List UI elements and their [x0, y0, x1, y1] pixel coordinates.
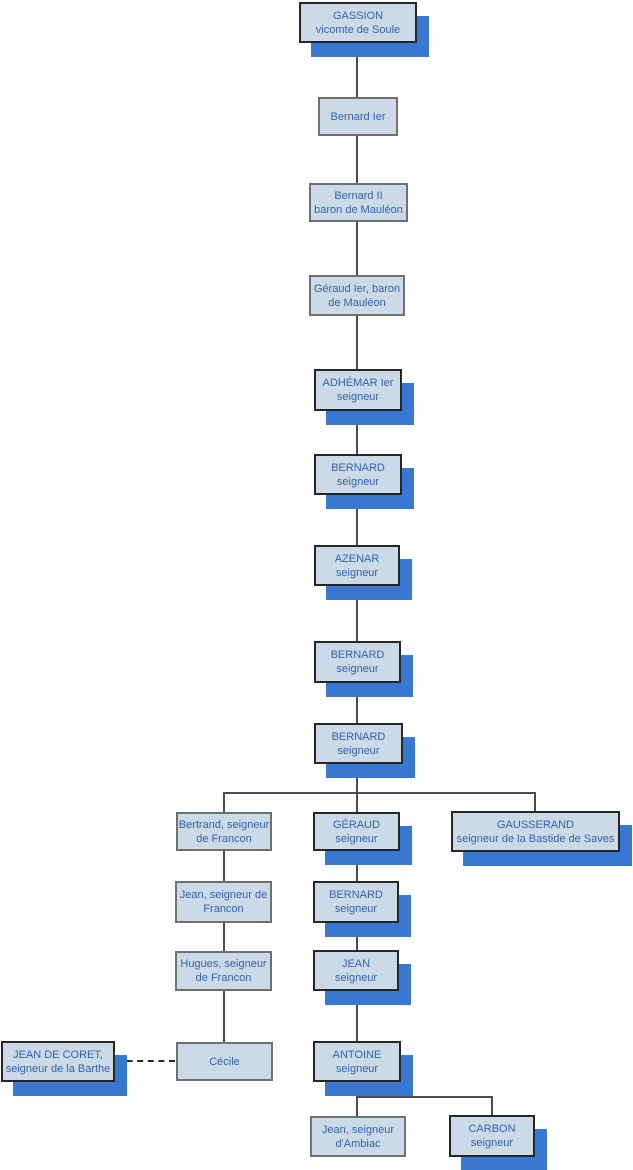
node-title: Bernard Ier — [330, 110, 386, 123]
node-subtitle: seigneur — [336, 475, 380, 488]
node-antoine: ANTOINE seigneur — [313, 1041, 401, 1082]
node-title: Hugues, seigneur — [180, 958, 267, 970]
node-bernard-seigneur-2: BERNARD seigneur — [314, 641, 401, 683]
node-bernard-1er: Bernard Ier — [318, 97, 398, 136]
connector-line — [534, 792, 536, 811]
node-title: ANTOINE — [332, 1048, 382, 1061]
connector-line — [223, 792, 536, 794]
node-hugues-francon: Hugues, seigneur de Francon — [175, 951, 272, 991]
connector-line — [356, 136, 358, 183]
node-carbon: CARBON seigneur — [449, 1115, 535, 1157]
node-title: JEAN DE CORET, — [13, 1048, 103, 1061]
node-geraud-1er: Géraud Ier, baron de Mauléon — [309, 275, 405, 316]
node-subtitle: seigneur — [336, 391, 380, 403]
node-subtitle: vicomte de Soule — [315, 23, 401, 36]
node-jean-seigneur: JEAN seigneur — [313, 950, 399, 991]
node-title: BERNARD — [331, 730, 386, 743]
connector-line — [356, 411, 358, 454]
node-title: ADHÉMAR Ier — [322, 377, 394, 389]
node-title: Cécile — [209, 1055, 240, 1068]
node-bernard-2: Bernard II baron de Mauléon — [309, 183, 408, 222]
node-title: Géraud Ier, baron — [313, 282, 401, 295]
connector-line — [223, 792, 225, 812]
node-title: CARBON — [468, 1123, 516, 1135]
node-jean-francon: Jean, seigneur de Francon — [175, 881, 272, 923]
marriage-connector-dashed — [116, 1060, 175, 1062]
connector-line — [356, 851, 358, 881]
node-title: Jean, seigneur de — [179, 889, 268, 901]
node-jean-de-coret: JEAN DE CORET, seigneur de la Barthe — [1, 1041, 115, 1082]
connector-line — [356, 991, 358, 1041]
node-bertrand-francon: Bertrand, seigneur de Francon — [176, 812, 272, 851]
node-subtitle: seigneur — [336, 663, 379, 675]
node-bernard-seigneur-1: BERNARD seigneur — [314, 454, 402, 495]
node-title: Bernard II — [334, 189, 383, 202]
node-subtitle: seigneur — [335, 566, 379, 579]
connector-line — [356, 683, 358, 723]
connector-line — [223, 991, 225, 1042]
node-bernard-seigneur-3: BERNARD seigneur — [314, 723, 403, 764]
connector-line — [356, 495, 358, 545]
node-bernard-seigneur-4: BERNARD seigneur — [313, 881, 399, 923]
node-subtitle: seigneur de la Bastide de Saves — [456, 832, 615, 845]
node-title: GASSION — [332, 9, 384, 22]
node-subtitle: seigneur de la Barthe — [5, 1062, 111, 1075]
node-gassion: GASSION vicomte de Soule — [299, 2, 417, 43]
node-subtitle: seigneur — [334, 971, 378, 984]
node-cecile: Cécile — [176, 1042, 273, 1081]
node-title: GÉRAUD — [332, 818, 381, 831]
connector-line — [223, 923, 225, 951]
connector-line — [356, 43, 358, 97]
node-subtitle: seigneur — [335, 832, 378, 845]
node-adhemar-1er: ADHÉMAR Ier seigneur — [314, 369, 402, 411]
connector-line — [356, 923, 358, 950]
node-title: GAUSSERAND — [496, 818, 575, 831]
node-subtitle: seigneur — [337, 744, 380, 757]
node-title: JEAN — [341, 957, 371, 970]
connector-line — [356, 1082, 358, 1116]
node-subtitle: de Mauléon — [328, 296, 386, 309]
node-subtitle: seigneur — [470, 1137, 514, 1149]
node-title: AZENAR — [334, 552, 380, 565]
node-subtitle: baron de Mauléon — [314, 203, 403, 216]
connector-line — [356, 586, 358, 641]
node-title: BERNARD — [329, 889, 383, 901]
connector-line — [356, 222, 358, 275]
node-title: Jean, seigneur — [321, 1123, 395, 1136]
connector-line — [356, 1096, 493, 1098]
node-title: Bertrand, seigneur — [178, 818, 270, 831]
node-gausserand: GAUSSERAND seigneur de la Bastide de Sav… — [451, 811, 620, 852]
connector-line — [223, 851, 225, 881]
node-subtitle: de Francon — [195, 972, 252, 984]
node-geraud-seigneur: GÉRAUD seigneur — [313, 812, 400, 851]
node-subtitle: d'Ambiac — [335, 1137, 381, 1150]
node-subtitle: de Francon — [196, 832, 252, 845]
node-subtitle: Francon — [203, 903, 244, 915]
node-azenar: AZENAR seigneur — [314, 545, 400, 586]
connector-line — [356, 316, 358, 369]
node-title: BERNARD — [331, 461, 385, 474]
node-title: BERNARD — [330, 649, 385, 661]
node-subtitle: seigneur — [334, 903, 378, 915]
node-jean-ambiac: Jean, seigneur d'Ambiac — [310, 1116, 406, 1157]
connector-line — [491, 1096, 493, 1115]
node-subtitle: seigneur — [335, 1062, 379, 1075]
connector-line — [356, 764, 358, 812]
